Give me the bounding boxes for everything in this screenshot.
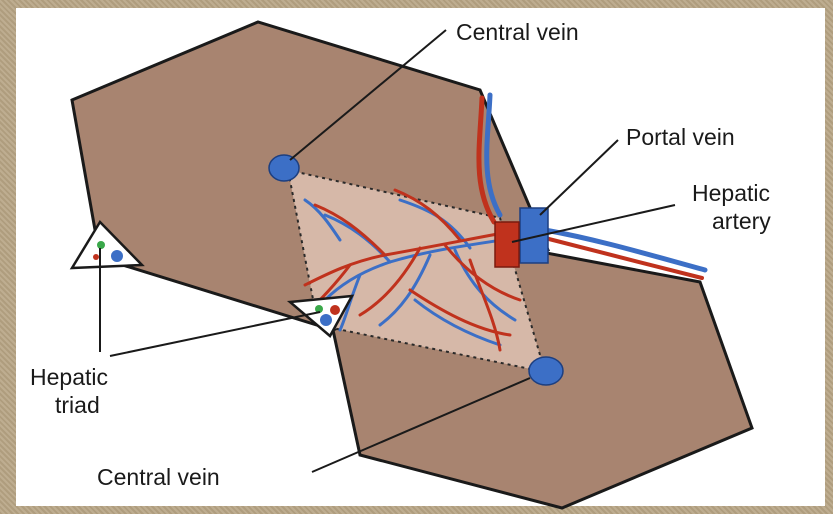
hepatic-artery-trunk [495, 222, 519, 267]
label-portal-vein: Portal vein [626, 124, 735, 150]
central-vein-bottom-dot [529, 357, 563, 385]
central-vein-top-dot [269, 155, 299, 181]
label-hepatic-artery-line1: Hepatic [692, 180, 770, 206]
label-hepatic-triad-line2: triad [55, 392, 100, 418]
label-central-vein-top: Central vein [456, 19, 579, 45]
label-hepatic-triad-line1: Hepatic [30, 364, 108, 390]
label-central-vein-bottom: Central vein [97, 464, 220, 490]
label-hepatic-artery-line2: artery [712, 208, 771, 234]
